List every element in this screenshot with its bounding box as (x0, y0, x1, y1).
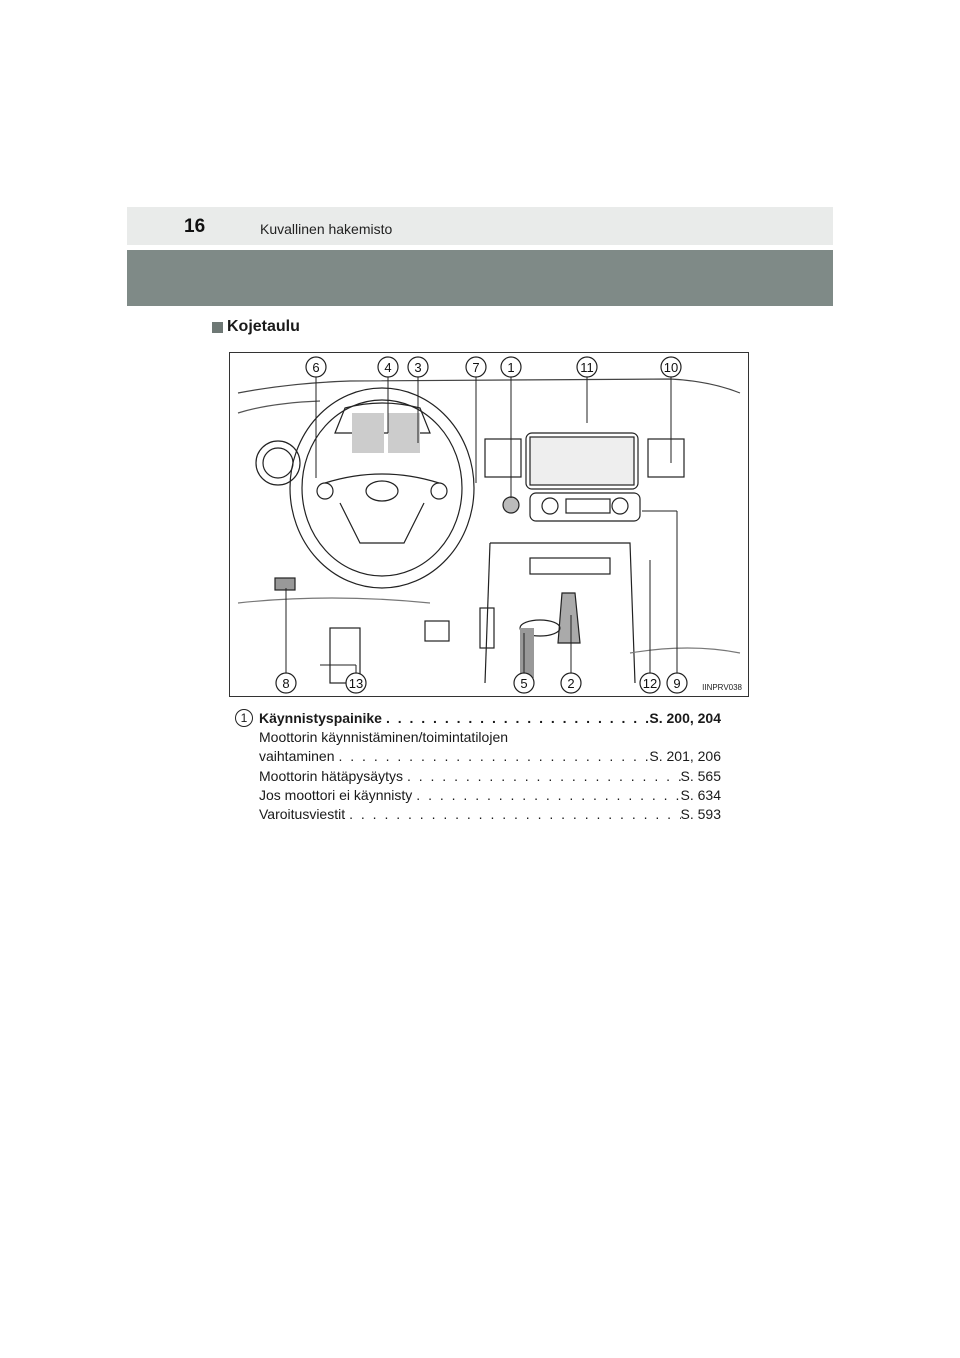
dot-leader: . . . . . . . . . . . . . . . . . . . . … (385, 710, 649, 726)
page-reference[interactable]: S. 634 (680, 786, 721, 803)
chapter-title: Kuvallinen hakemisto (260, 221, 393, 237)
square-bullet-icon (212, 321, 223, 333)
callout-label: 11 (580, 360, 594, 375)
entry-label: Jos moottori ei käynnisty (259, 786, 413, 803)
callout-label: 1 (507, 360, 514, 375)
dot-leader: . . . . . . . . . . . . . . . . . . . . … (406, 767, 681, 784)
section-heading: Kojetaulu (212, 318, 300, 336)
callout-label: 3 (414, 360, 421, 375)
callout-label: 5 (520, 676, 527, 691)
callout-label: 9 (673, 676, 680, 691)
dashboard-drawing: 6 4 3 7 1 11 10 8 13 5 2 12 9 IINPRV038 (237, 356, 743, 694)
callout-label: 13 (349, 676, 363, 691)
entry-line: Varoitusviestit . . . . . . . . . . . . … (259, 805, 721, 824)
entry-label: vaihtaminen (259, 748, 335, 765)
figure-code: IINPRV038 (702, 683, 742, 692)
entry-line: Moottorin käynnistäminen/toimintatilojen (259, 728, 721, 747)
callout-label: 12 (643, 676, 657, 691)
entry-label: Moottorin hätäpysäytys (259, 767, 403, 784)
entry-label: Moottorin käynnistäminen/toimintatilojen (259, 729, 509, 746)
entry-line: vaihtaminen . . . . . . . . . . . . . . … (259, 747, 721, 766)
entry-title: Käynnistyspainike (259, 710, 382, 726)
page-reference[interactable]: S. 593 (680, 806, 721, 823)
entry-title-line: Käynnistyspainike . . . . . . . . . . . … (259, 709, 721, 728)
entry-line: Moottorin hätäpysäytys . . . . . . . . .… (259, 767, 721, 786)
entry-label: Varoitusviestit (259, 806, 346, 823)
page-header-band (127, 207, 833, 245)
page-reference[interactable]: S. 565 (680, 767, 721, 784)
page-number: 16 (184, 216, 206, 237)
callout-label: 7 (472, 360, 479, 375)
section-title: Kojetaulu (227, 318, 300, 335)
entry-number: 1 (235, 709, 253, 727)
page-reference[interactable]: S. 200, 204 (649, 710, 721, 726)
dot-leader: . . . . . . . . . . . . . . . . . . . . … (416, 786, 680, 803)
callout-label: 2 (567, 676, 574, 691)
page-reference[interactable]: S. 201, 206 (649, 748, 721, 765)
callout-label: 6 (312, 360, 319, 375)
dot-leader: . . . . . . . . . . . . . . . . . . . . … (338, 748, 650, 765)
callout-label: 8 (282, 676, 289, 691)
dot-leader: . . . . . . . . . . . . . . . . . . . . … (349, 806, 680, 823)
dashboard-illustration: 6 4 3 7 1 11 10 8 13 5 2 12 9 IINPRV038 (229, 352, 749, 697)
callout-label: 10 (664, 360, 678, 375)
section-header-band (127, 250, 833, 306)
entry-line: Jos moottori ei käynnisty . . . . . . . … (259, 786, 721, 805)
callout-label: 4 (384, 360, 391, 375)
entry-list: Käynnistyspainike . . . . . . . . . . . … (259, 709, 721, 824)
